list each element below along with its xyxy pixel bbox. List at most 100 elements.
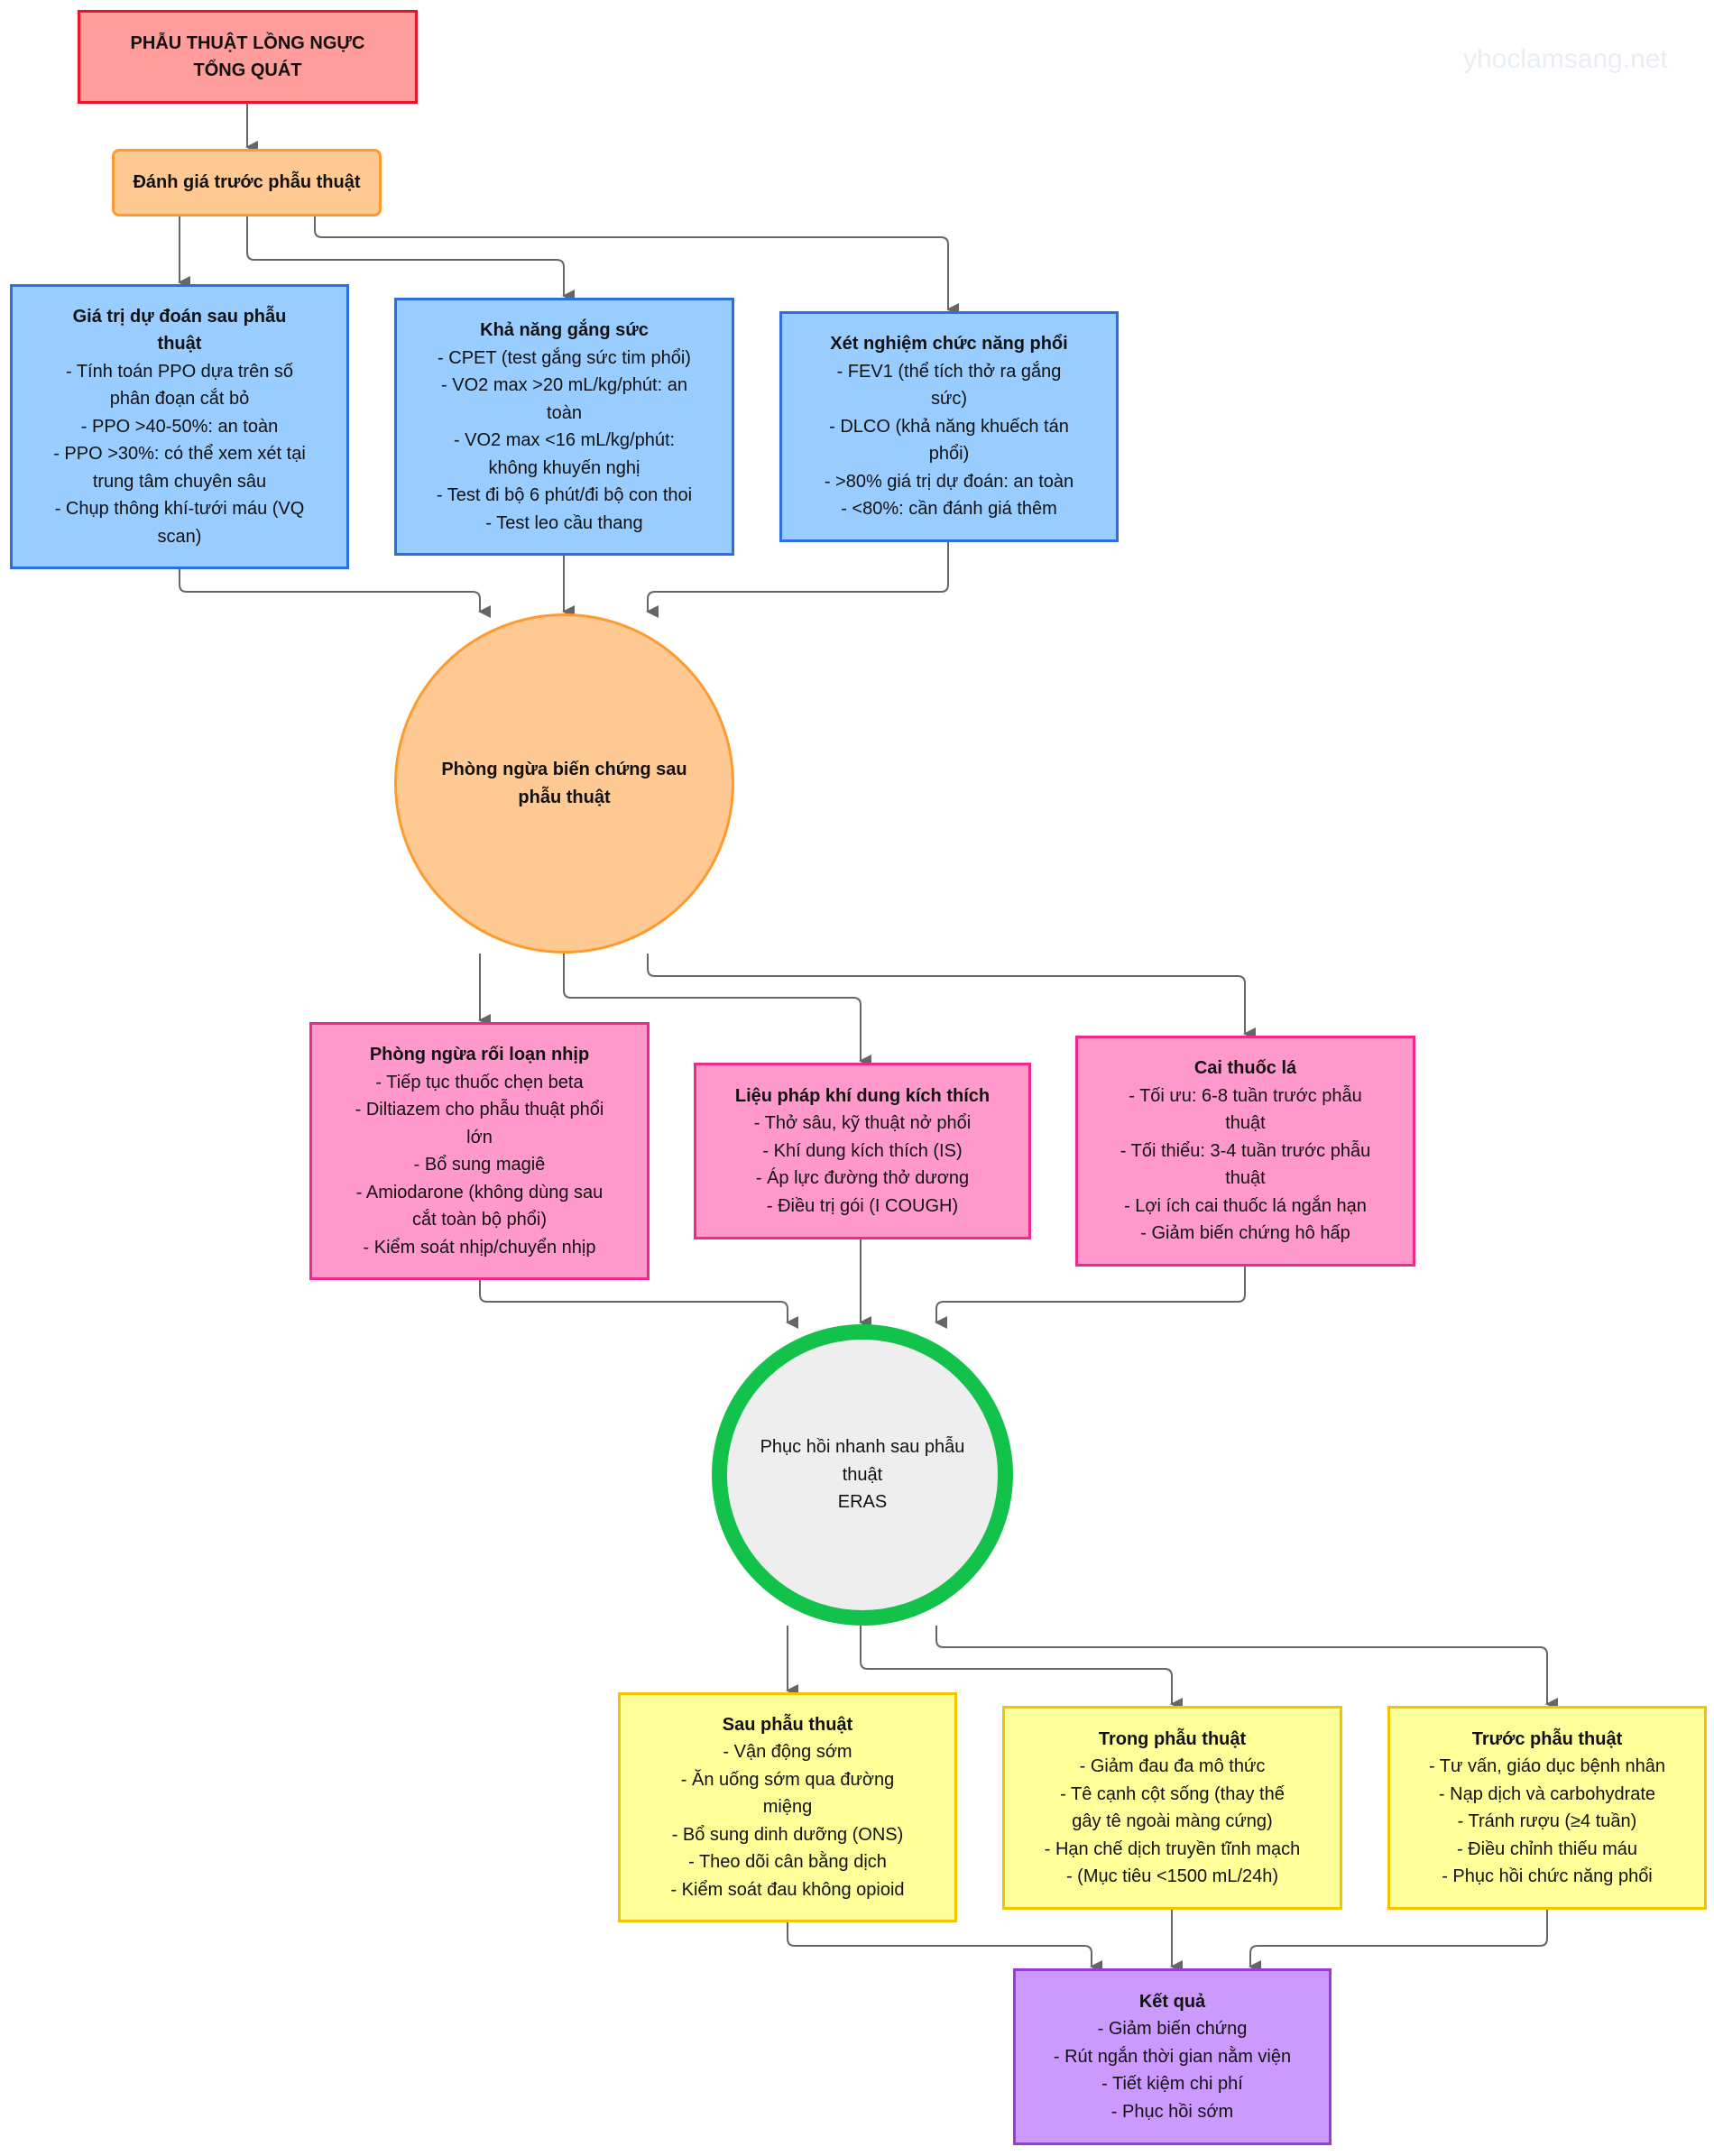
arrhythmia-line-2: - Diltiazem cho phẫu thuật phổi <box>355 1100 604 1119</box>
arrhythmia-title: Phòng ngừa rối loạn nhịp <box>369 1045 590 1064</box>
node-smoking-cessation: Cai thuốc lá - Tối ưu: 6-8 tuần trước ph… <box>1075 1036 1415 1267</box>
edge-preop-to-results <box>1249 1910 1548 1973</box>
results-line-3: - Tiết kiệm chi phí <box>1101 2074 1243 2095</box>
exercise-line-6: - Test đi bộ 6 phút/đi bộ con thoi <box>436 485 693 505</box>
pft-line-4: phổi) <box>928 444 970 465</box>
postop-line-5: - Theo dõi cân bằng dịch <box>688 1852 887 1873</box>
watermark: yhoclamsang.net <box>1463 44 1668 74</box>
preop-line-5: - Phục hồi chức năng phổi <box>1442 1866 1653 1886</box>
ppo-line-5: trung tâm chuyên sâu <box>92 471 267 492</box>
node-incentive-spirometry: Liệu pháp khí dung kích thích - Thở sâu,… <box>694 1063 1031 1239</box>
smoking-line-3: - Tối thiểu: 3-4 tuần trước phẫu <box>1120 1140 1371 1161</box>
arrhythmia-line-4: - Bổ sung magiê <box>413 1155 546 1175</box>
preop-eval-title: Đánh giá trước phẫu thuật <box>133 172 361 193</box>
edge-preop-eval-to-pft <box>314 217 959 316</box>
intraop-line-4: - Hạn chế dịch truyền tĩnh mạch <box>1044 1838 1301 1859</box>
exercise-line-5: không khuyến nghị <box>488 457 640 478</box>
smoking-line-4: thuật <box>1225 1168 1266 1189</box>
results-line-4: - Phục hồi sớm <box>1110 2101 1234 2122</box>
exercise-title: Khả năng gắng sức <box>480 320 649 340</box>
postop-line-6: - Kiểm soát đau không opioid <box>670 1879 905 1900</box>
root-title-2: TỔNG QUÁT <box>193 60 302 80</box>
aerosol-line-4: - Điều trị gói (I COUGH) <box>766 1195 959 1216</box>
exercise-line-1: - CPET (test gắng sức tim phổi) <box>438 347 691 368</box>
prevention-title-1: Phòng ngừa biến chứng sau <box>441 760 687 779</box>
node-preop-evaluation: Đánh giá trước phẫu thuật <box>112 149 382 217</box>
aerosol-title: Liệu pháp khí dung kích thích <box>734 1085 991 1106</box>
ppo-title-2: thuật <box>157 334 202 355</box>
smoking-line-5: - Lợi ích cai thuốc lá ngắn hạn <box>1124 1195 1367 1216</box>
eras-title-1: Phục hồi nhanh sau phẫu thuật <box>760 1437 965 1485</box>
exercise-line-4: - VO2 max <16 mL/kg/phút: <box>453 430 676 450</box>
postop-line-3: miệng <box>762 1797 813 1818</box>
intraop-line-5: - (Mục tiêu <1500 mL/24h) <box>1065 1866 1279 1886</box>
node-ppo: Giá trị dự đoán sau phẫu thuật - Tính to… <box>10 284 349 569</box>
arrhythmia-line-6: cắt toàn bộ phổi) <box>412 1210 547 1230</box>
arrhythmia-line-3: lớn <box>466 1127 493 1147</box>
node-postoperative: Sau phẫu thuật - Vận động sớm - Ăn uống … <box>618 1692 957 1922</box>
node-exercise-capacity: Khả năng gắng sức - CPET (test gắng sức … <box>394 298 734 556</box>
preop-line-3: - Tránh rượu (≥4 tuần) <box>1457 1811 1637 1831</box>
edge-prevention-to-aerosol <box>563 954 871 1067</box>
exercise-line-2: - VO2 max >20 mL/kg/phút: an <box>441 375 687 395</box>
pft-line-3: - DLCO (khả năng khuếch tán <box>829 416 1069 437</box>
node-eras: Phục hồi nhanh sau phẫu thuật ERAS <box>712 1324 1013 1626</box>
aerosol-line-2: - Khí dung kích thích (IS) <box>762 1140 963 1161</box>
prevention-title-2: phẫu thuật <box>518 787 611 807</box>
node-results: Kết quả - Giảm biến chứng - Rút ngắn thờ… <box>1013 1968 1332 2145</box>
edge-pft-to-prevention <box>646 542 949 618</box>
ppo-line-3: - PPO >40-50%: an toàn <box>80 416 279 437</box>
aerosol-line-3: - Áp lực đường thở dương <box>755 1168 970 1189</box>
postop-line-1: - Vận động sớm <box>723 1742 852 1763</box>
node-lung-function-tests: Xét nghiệm chức năng phổi - FEV1 (thể tí… <box>779 311 1119 542</box>
ppo-line-6: - Chụp thông khí-tưới máu (VQ <box>54 499 305 520</box>
node-preoperative: Trước phẫu thuật - Tư vấn, giáo dục bệnh… <box>1387 1706 1707 1910</box>
ppo-line-7: scan) <box>157 526 202 547</box>
pft-line-1: - FEV1 (thể tích thở ra gắng <box>836 361 1062 382</box>
edge-postop-to-results <box>787 1922 1102 1973</box>
pft-title: Xét nghiệm chức năng phổi <box>830 334 1068 355</box>
intraop-line-1: - Giảm đau đa mô thức <box>1079 1756 1266 1776</box>
edge-eras-to-preop <box>935 1626 1558 1710</box>
node-complication-prevention: Phòng ngừa biến chứng sau phẫu thuật <box>394 613 734 954</box>
postop-line-2: - Ăn uống sớm qua đường <box>680 1769 895 1790</box>
postop-line-4: - Bổ sung dinh dưỡng (ONS) <box>671 1824 904 1845</box>
exercise-line-7: - Test leo cầu thang <box>485 512 643 533</box>
aerosol-line-1: - Thở sâu, kỹ thuật nở phổi <box>753 1113 972 1134</box>
ppo-line-1: - Tính toán PPO dựa trên số <box>65 361 294 382</box>
arrhythmia-line-5: - Amiodarone (không dùng sau <box>355 1182 604 1202</box>
root-title-1: PHẪU THUẬT LỒNG NGỰC <box>130 32 365 53</box>
preop-title: Trước phẫu thuật <box>1471 1728 1623 1749</box>
pft-line-2: sức) <box>930 389 968 410</box>
arrhythmia-line-1: - Tiếp tục thuốc chẹn beta <box>375 1072 584 1092</box>
edge-preop-eval-to-exercise <box>246 217 575 302</box>
pft-line-5: - >80% giá trị dự đoán: an toàn <box>824 471 1074 492</box>
edge-smoking-to-eras <box>935 1267 1246 1329</box>
edge-arrhythmia-to-eras <box>479 1280 798 1329</box>
intraop-line-2: - Tê cạnh cột sống (thay thế <box>1060 1783 1285 1804</box>
eras-title-2: ERAS <box>837 1492 888 1513</box>
edge-ppo-to-prevention <box>179 569 491 618</box>
smoking-title: Cai thuốc lá <box>1193 1058 1297 1079</box>
ppo-line-2: phân đoạn cắt bỏ <box>109 389 250 410</box>
exercise-line-3: toàn <box>547 402 582 423</box>
edge-eras-to-intraop <box>860 1626 1183 1710</box>
postop-title: Sau phẫu thuật <box>722 1714 853 1735</box>
node-root: PHẪU THUẬT LỒNG NGỰC TỔNG QUÁT <box>78 10 418 104</box>
smoking-line-6: - Giảm biến chứng hô hấp <box>1140 1223 1350 1244</box>
smoking-line-1: - Tối ưu: 6-8 tuần trước phẫu <box>1129 1085 1362 1106</box>
node-intraoperative: Trong phẫu thuật - Giảm đau đa mô thức -… <box>1002 1706 1342 1910</box>
ppo-title-1: Giá trị dự đoán sau phẫu <box>72 306 287 327</box>
smoking-line-2: thuật <box>1225 1113 1266 1134</box>
preop-line-2: - Nạp dịch và carbohydrate <box>1438 1783 1656 1804</box>
pft-line-6: - <80%: cần đánh giá thêm <box>841 499 1057 520</box>
edge-prevention-to-smoking <box>647 954 1256 1040</box>
intraop-line-3: gây tê ngoài màng cứng) <box>1072 1811 1273 1831</box>
results-line-1: - Giảm biến chứng <box>1097 2019 1248 2040</box>
intraop-title: Trong phẫu thuật <box>1098 1728 1247 1749</box>
ppo-line-4: - PPO >30%: có thể xem xét tại <box>53 444 306 465</box>
preop-line-4: - Điều chỉnh thiếu máu <box>1456 1838 1638 1859</box>
node-arrhythmia-prevention: Phòng ngừa rối loạn nhịp - Tiếp tục thuố… <box>309 1022 650 1280</box>
results-title: Kết quả <box>1138 1991 1206 2012</box>
